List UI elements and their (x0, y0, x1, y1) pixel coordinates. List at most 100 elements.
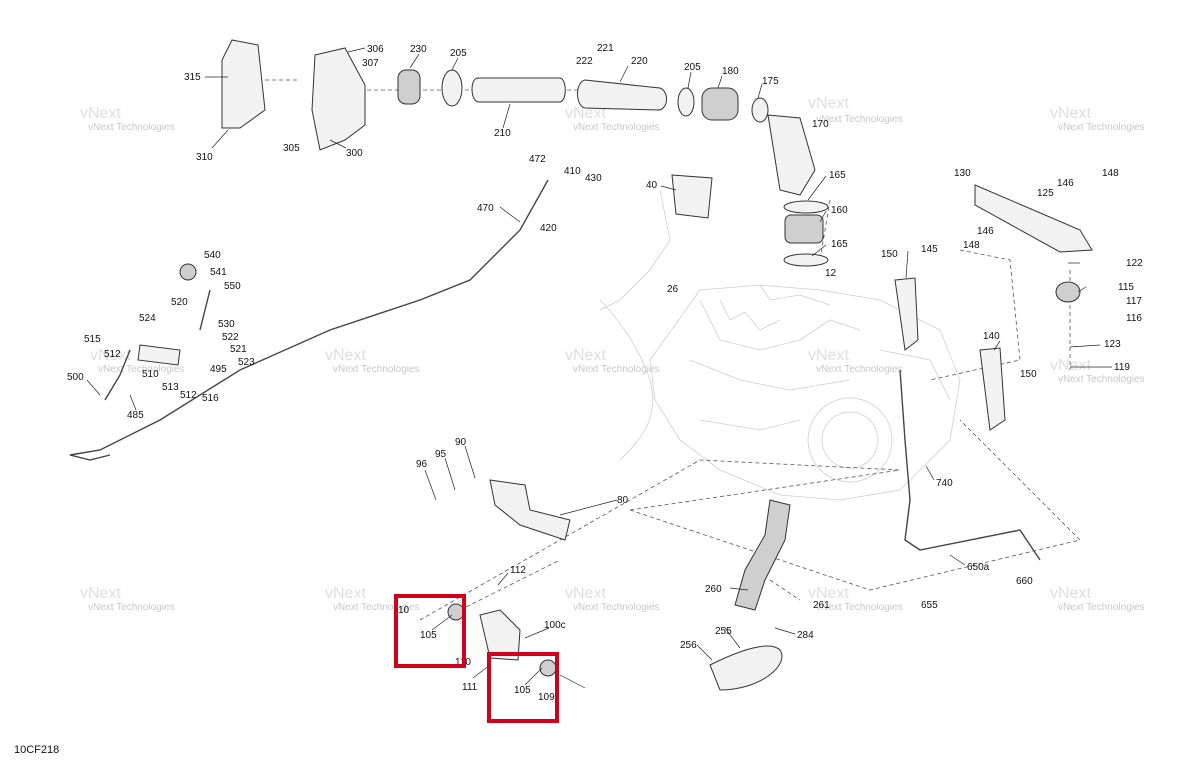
callout-175: 175 (762, 76, 779, 87)
callout-117: 117 (1126, 296, 1142, 307)
svg-text:vNext: vNext (1050, 585, 1091, 602)
callout-105b: 105 (514, 685, 531, 696)
figure-code: 10CF218 (14, 744, 60, 756)
svg-text:vNext: vNext (80, 585, 121, 602)
callout-165b: 165 (831, 239, 848, 250)
svg-text:vNext Technologies: vNext Technologies (816, 114, 903, 125)
callout-500: 500 (67, 372, 84, 383)
callout-515: 515 (84, 334, 101, 345)
callout-160: 160 (831, 205, 848, 216)
callout-109: 109 (538, 692, 555, 703)
callout-146: 146 (1057, 178, 1074, 189)
svg-text:vNext Technologies: vNext Technologies (98, 364, 185, 375)
callout-541: 541 (210, 267, 227, 278)
callout-205: 205 (450, 48, 467, 59)
leader-lines (86, 47, 1112, 686)
callout-115: 115 (1118, 282, 1134, 293)
callout-123: 123 (1104, 339, 1121, 350)
svg-text:vNext Technologies: vNext Technologies (816, 602, 903, 613)
callout-260: 260 (705, 584, 722, 595)
callout-116: 116 (1126, 313, 1142, 324)
callout-524: 524 (139, 313, 156, 324)
callout-300: 300 (346, 148, 363, 159)
svg-text:vNext: vNext (808, 347, 849, 364)
svg-text:vNext Technologies: vNext Technologies (816, 364, 903, 375)
watermark-layer: vNext vNext Technologies vNext vNext Tec… (80, 95, 1145, 613)
callout-523: 523 (238, 357, 255, 368)
callout-148b: 148 (963, 240, 980, 251)
svg-text:vNext Technologies: vNext Technologies (333, 602, 420, 613)
callout-310: 310 (196, 152, 213, 163)
parts-layer (137, 39, 1093, 691)
callout-650a: 650a (967, 562, 990, 573)
svg-text:vNext: vNext (808, 585, 849, 602)
callout-284: 284 (797, 630, 814, 641)
callout-100c: 100c (544, 620, 566, 631)
callout-550: 550 (224, 281, 241, 292)
callout-510: 510 (142, 369, 159, 380)
svg-text:vNext Technologies: vNext Technologies (333, 364, 420, 375)
callout-170: 170 (812, 119, 829, 130)
callout-472: 472 (529, 154, 546, 165)
callout-521: 521 (230, 344, 247, 355)
callout-125: 125 (1037, 188, 1054, 199)
engine-ghost-outline (599, 189, 961, 501)
callout-205b: 205 (684, 62, 701, 73)
callout-130: 130 (954, 168, 971, 179)
callout-210: 210 (494, 128, 511, 139)
svg-text:vNext: vNext (80, 105, 121, 122)
callout-495: 495 (210, 364, 227, 375)
callout-labels: 315 310 306 307 305 300 230 205 210 221 … (67, 43, 1143, 703)
callout-740: 740 (936, 478, 953, 489)
callout-530: 530 (218, 319, 235, 330)
callout-140: 140 (983, 331, 1000, 342)
svg-text:vNext Technologies: vNext Technologies (1058, 602, 1145, 613)
svg-text:vNext: vNext (325, 347, 366, 364)
assembly-guide-lines (230, 79, 1081, 621)
callout-307: 307 (362, 58, 379, 69)
callout-430: 430 (585, 173, 602, 184)
svg-text:vNext: vNext (808, 95, 849, 112)
callout-95: 95 (435, 449, 447, 460)
svg-text:vNext Technologies: vNext Technologies (573, 602, 660, 613)
svg-text:vNext: vNext (90, 347, 131, 364)
svg-text:vNext: vNext (565, 105, 606, 122)
callout-256: 256 (680, 640, 697, 651)
highlight-layer (394, 594, 559, 723)
callout-520: 520 (171, 297, 188, 308)
callout-410: 410 (564, 166, 581, 177)
callout-512b: 512 (180, 390, 197, 401)
callout-222: 222 (576, 56, 593, 67)
callout-306: 306 (367, 44, 384, 55)
svg-text:vNext Technologies: vNext Technologies (573, 364, 660, 375)
callout-111: 111 (462, 682, 478, 693)
svg-text:vNext Technologies: vNext Technologies (573, 122, 660, 133)
callout-540: 540 (204, 250, 221, 261)
callout-516: 516 (202, 393, 219, 404)
callout-180: 180 (722, 66, 739, 77)
callout-150b: 150 (1020, 369, 1037, 380)
callout-420: 420 (540, 223, 557, 234)
highlight-box-105-right (487, 652, 559, 723)
callout-122: 122 (1126, 258, 1143, 269)
svg-text:vNext: vNext (565, 347, 606, 364)
callout-96: 96 (416, 459, 428, 470)
callout-119: 119 (1114, 362, 1130, 373)
callout-512: 512 (104, 349, 121, 360)
callout-513: 513 (162, 382, 179, 393)
callout-165: 165 (829, 170, 846, 181)
callout-660: 660 (1016, 576, 1033, 587)
callout-255: 255 (715, 626, 732, 637)
callout-655: 655 (921, 600, 938, 611)
callout-221: 221 (597, 43, 614, 54)
callout-105: 105 (420, 630, 437, 641)
svg-text:vNext Technologies: vNext Technologies (88, 122, 175, 133)
callout-230: 230 (410, 44, 427, 55)
svg-text:vNext: vNext (565, 585, 606, 602)
callout-148: 148 (1102, 168, 1119, 179)
svg-text:vNext Technologies: vNext Technologies (1058, 122, 1145, 133)
callout-470: 470 (477, 203, 494, 214)
svg-text:vNext Technologies: vNext Technologies (88, 602, 175, 613)
callout-112: 112 (510, 565, 526, 576)
